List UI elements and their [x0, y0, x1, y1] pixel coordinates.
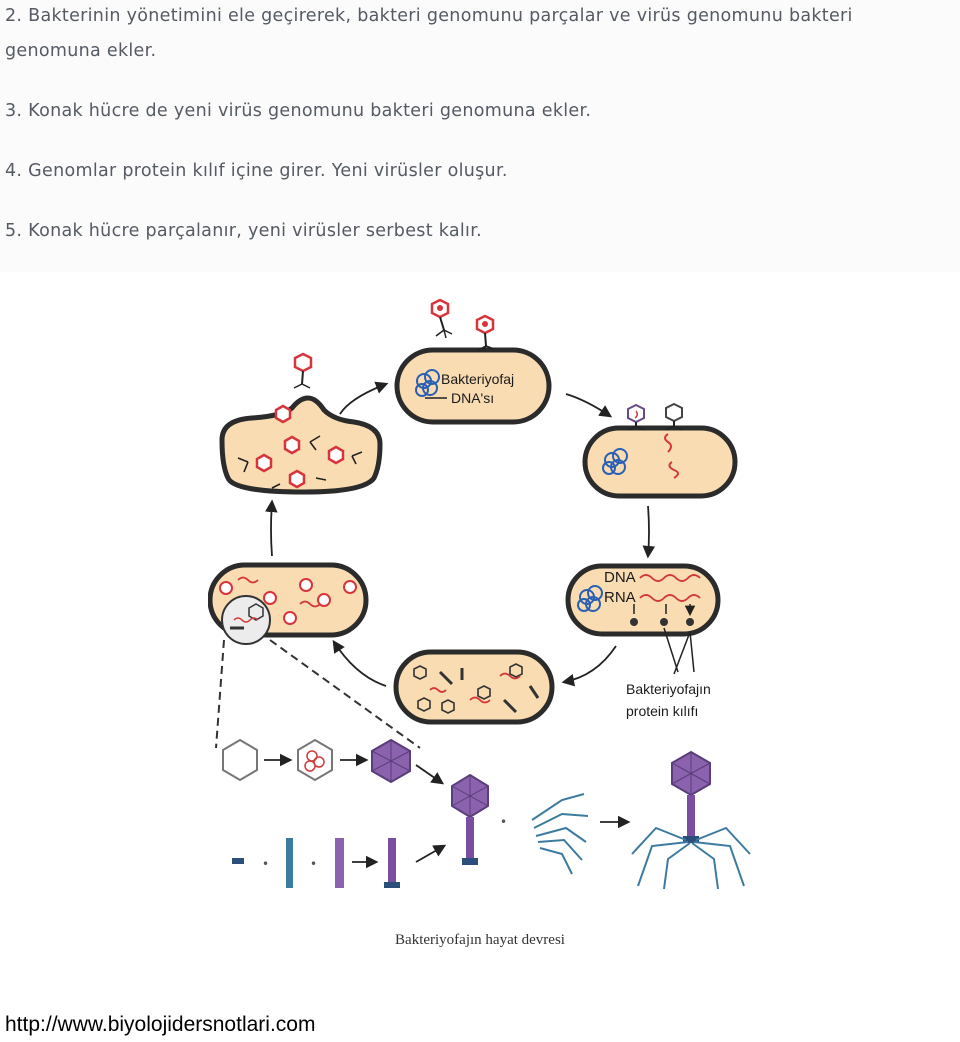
cell-top: Bakteriyofaj DNA'sı	[394, 298, 552, 425]
magnifier-circle	[221, 595, 271, 645]
protein-coat-callout: Bakteriyofajın protein kılıfı	[626, 627, 711, 719]
label-protein-coat-line2: protein kılıfı	[626, 703, 698, 719]
phage-without-fibers: •	[451, 773, 507, 865]
steps-text-block: 2. Bakterinin yönetimini ele geçirerek, …	[0, 0, 960, 272]
cell-bursting	[219, 352, 383, 495]
label-dna: DNA	[604, 569, 636, 586]
svg-text:•: •	[262, 857, 269, 871]
cell-bottom	[393, 649, 555, 725]
phage-icon	[430, 298, 453, 339]
label-phage-dna-line1: Bakteriyofaj	[441, 371, 514, 387]
cell-right-lower: DNA RNA	[565, 563, 721, 637]
phage-icon	[475, 314, 495, 351]
assembly-row-tail: • •	[232, 838, 447, 888]
step-5: 5. Konak hücre parçalanır, yeni virüsler…	[5, 221, 482, 241]
dna-coil-icon	[415, 369, 440, 397]
figure-caption: Bakteriyofajın hayat devresi	[395, 932, 565, 948]
tail-fibers	[531, 793, 589, 875]
phage-icon	[627, 403, 645, 431]
svg-text:•: •	[500, 815, 507, 829]
label-rna: RNA	[604, 589, 636, 606]
step-3: 3. Konak hücre de yeni virüs genomunu ba…	[5, 101, 592, 121]
label-phage-dna-line2: DNA'sı	[451, 390, 494, 406]
step-2-line-2: genomuna ekler.	[5, 41, 157, 61]
assembly-row-capsid	[222, 738, 445, 785]
step-4: 4. Genomlar protein kılıf içine girer. Y…	[5, 161, 508, 181]
complete-phage	[631, 750, 751, 890]
phage-icon	[665, 402, 683, 431]
step-2-line-1: 2. Bakterinin yönetimini ele geçirerek, …	[5, 6, 853, 26]
svg-text:•: •	[310, 857, 317, 871]
bacteriophage-life-cycle-diagram: Bakteriyofaj DNA'sı	[208, 298, 751, 890]
phage-icon	[293, 352, 313, 389]
cell-left-lower	[208, 562, 369, 645]
label-protein-coat-line1: Bakteriyofajın	[626, 681, 711, 697]
source-url: http://www.biyolojidersnotlari.com	[5, 1013, 316, 1036]
dna-coil-icon	[602, 448, 628, 475]
cycle-arrows	[264, 381, 656, 687]
dna-coil-icon	[577, 585, 603, 612]
cell-right	[582, 402, 738, 499]
